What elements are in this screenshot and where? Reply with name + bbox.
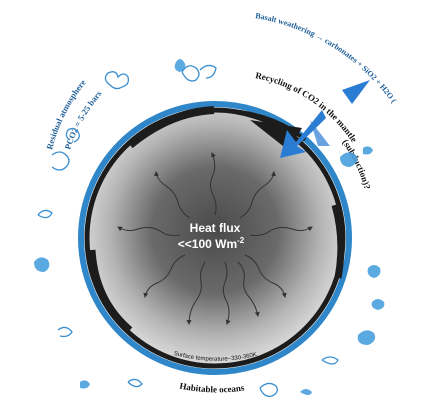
water-blob-1 (174, 59, 186, 72)
water-blob-4 (367, 265, 381, 278)
heat-arrow-ne (239, 171, 276, 219)
heat-flux-value-exponent: -2 (237, 236, 245, 245)
heat-arrow-s (222, 261, 231, 325)
heat-arrow-w (117, 226, 181, 236)
cloud-swirl-7 (57, 326, 73, 338)
habitable-oceans-text: Habitable oceans (179, 381, 246, 395)
crust-segment-top (127, 106, 215, 149)
heat-flux-value: <<100 Wm-2 (178, 236, 245, 251)
heat-arrow-e (249, 226, 313, 236)
basalt-weathering-text: Basalt weathering → carbonates + SiO2 + … (255, 11, 399, 105)
cloud-swirls (37, 64, 339, 397)
heat-arrow-n (210, 152, 217, 216)
heat-flux-value-main: <<100 Wm (178, 237, 237, 251)
water-blob-2 (34, 257, 50, 272)
recycling-arrow-lower (280, 110, 326, 158)
crust-segment-left (88, 249, 133, 333)
cloud-swirl-4 (37, 209, 53, 219)
water-blob-6 (340, 152, 358, 167)
crust-segment-right (331, 204, 345, 279)
water-blob-3 (357, 330, 376, 345)
surface-temperature-text: Surface temperature~330-360K (173, 351, 257, 363)
cloud-swirl-6 (199, 64, 217, 79)
cloud-swirl-1 (104, 71, 130, 90)
water-blob-8 (80, 380, 90, 389)
cloud-swirl-9 (259, 382, 278, 397)
heat-flux-label: Heat flux (190, 221, 241, 235)
surface-temperature-label: Surface temperature~330-360K (173, 351, 257, 363)
heat-arrow-se (244, 254, 287, 298)
ocean-ring (78, 101, 352, 375)
heat-arrow-nw (154, 171, 191, 219)
crust-segment-top-right (239, 110, 307, 142)
cloud-swirl-10 (321, 356, 339, 365)
heat-arrow-sse (237, 261, 260, 317)
cloud-swirl-8 (127, 378, 143, 388)
heat-arrow-ssw (186, 261, 206, 325)
water-blob-7 (363, 146, 373, 155)
recycling-arrow-tail (310, 120, 330, 146)
heat-arrow-sw (143, 254, 186, 298)
water-blob-5 (371, 299, 385, 310)
basalt-weathering-label: Basalt weathering → carbonates + SiO2 + … (255, 11, 399, 105)
water-blob-9 (300, 389, 312, 395)
habitable-oceans-label: Habitable oceans (179, 381, 246, 395)
water-blobs (34, 59, 385, 395)
cloud-swirl-5 (181, 65, 200, 82)
recycling-arrow-upper (342, 80, 370, 104)
cloud-swirl-2 (65, 127, 80, 143)
heat-flux-arrows (117, 152, 313, 325)
cloud-swirl-3 (51, 151, 70, 171)
